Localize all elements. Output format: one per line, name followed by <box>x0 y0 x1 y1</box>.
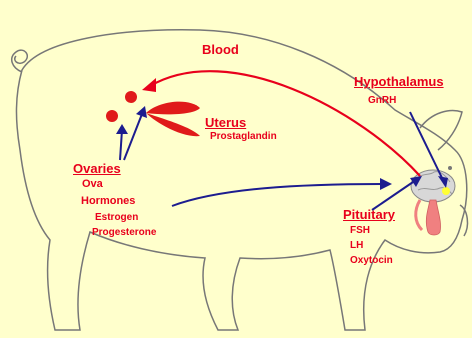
prostaglandin-label: Prostaglandin <box>210 132 277 142</box>
progesterone-arrow <box>172 184 384 206</box>
pig-tail <box>12 50 28 72</box>
pig-eye <box>448 166 452 170</box>
ovary-top <box>125 91 137 103</box>
pituitary-gland <box>426 200 440 235</box>
progesterone-arrowhead <box>380 178 392 190</box>
ova-label: Ova <box>82 179 103 190</box>
pig-snout <box>460 205 467 236</box>
pituitary-label: Pituitary <box>343 208 395 221</box>
gnrh-label: GnRH <box>368 96 396 106</box>
oxytocin-label: Oxytocin <box>350 256 393 266</box>
blood-label: Blood <box>202 43 239 56</box>
hypothalamus-label: Hypothalamus <box>354 75 444 88</box>
lh-label: LH <box>350 241 363 251</box>
hormones-label: Hormones <box>81 196 135 207</box>
ovaries-arrow <box>120 130 122 160</box>
hypothalamus-dot <box>442 187 450 195</box>
ovaries-label: Ovaries <box>73 162 121 175</box>
uterus-ovary-arrow <box>124 114 142 160</box>
uterus-label: Uterus <box>205 116 246 129</box>
progesterone-label: Progesterone <box>92 228 156 238</box>
blood-arrowhead <box>142 78 156 92</box>
uterus-shape <box>146 102 200 137</box>
ovary-left <box>106 110 118 122</box>
estrogen-label: Estrogen <box>95 213 138 223</box>
fsh-label: FSH <box>350 226 370 236</box>
ovaries-arrowhead <box>116 124 128 134</box>
